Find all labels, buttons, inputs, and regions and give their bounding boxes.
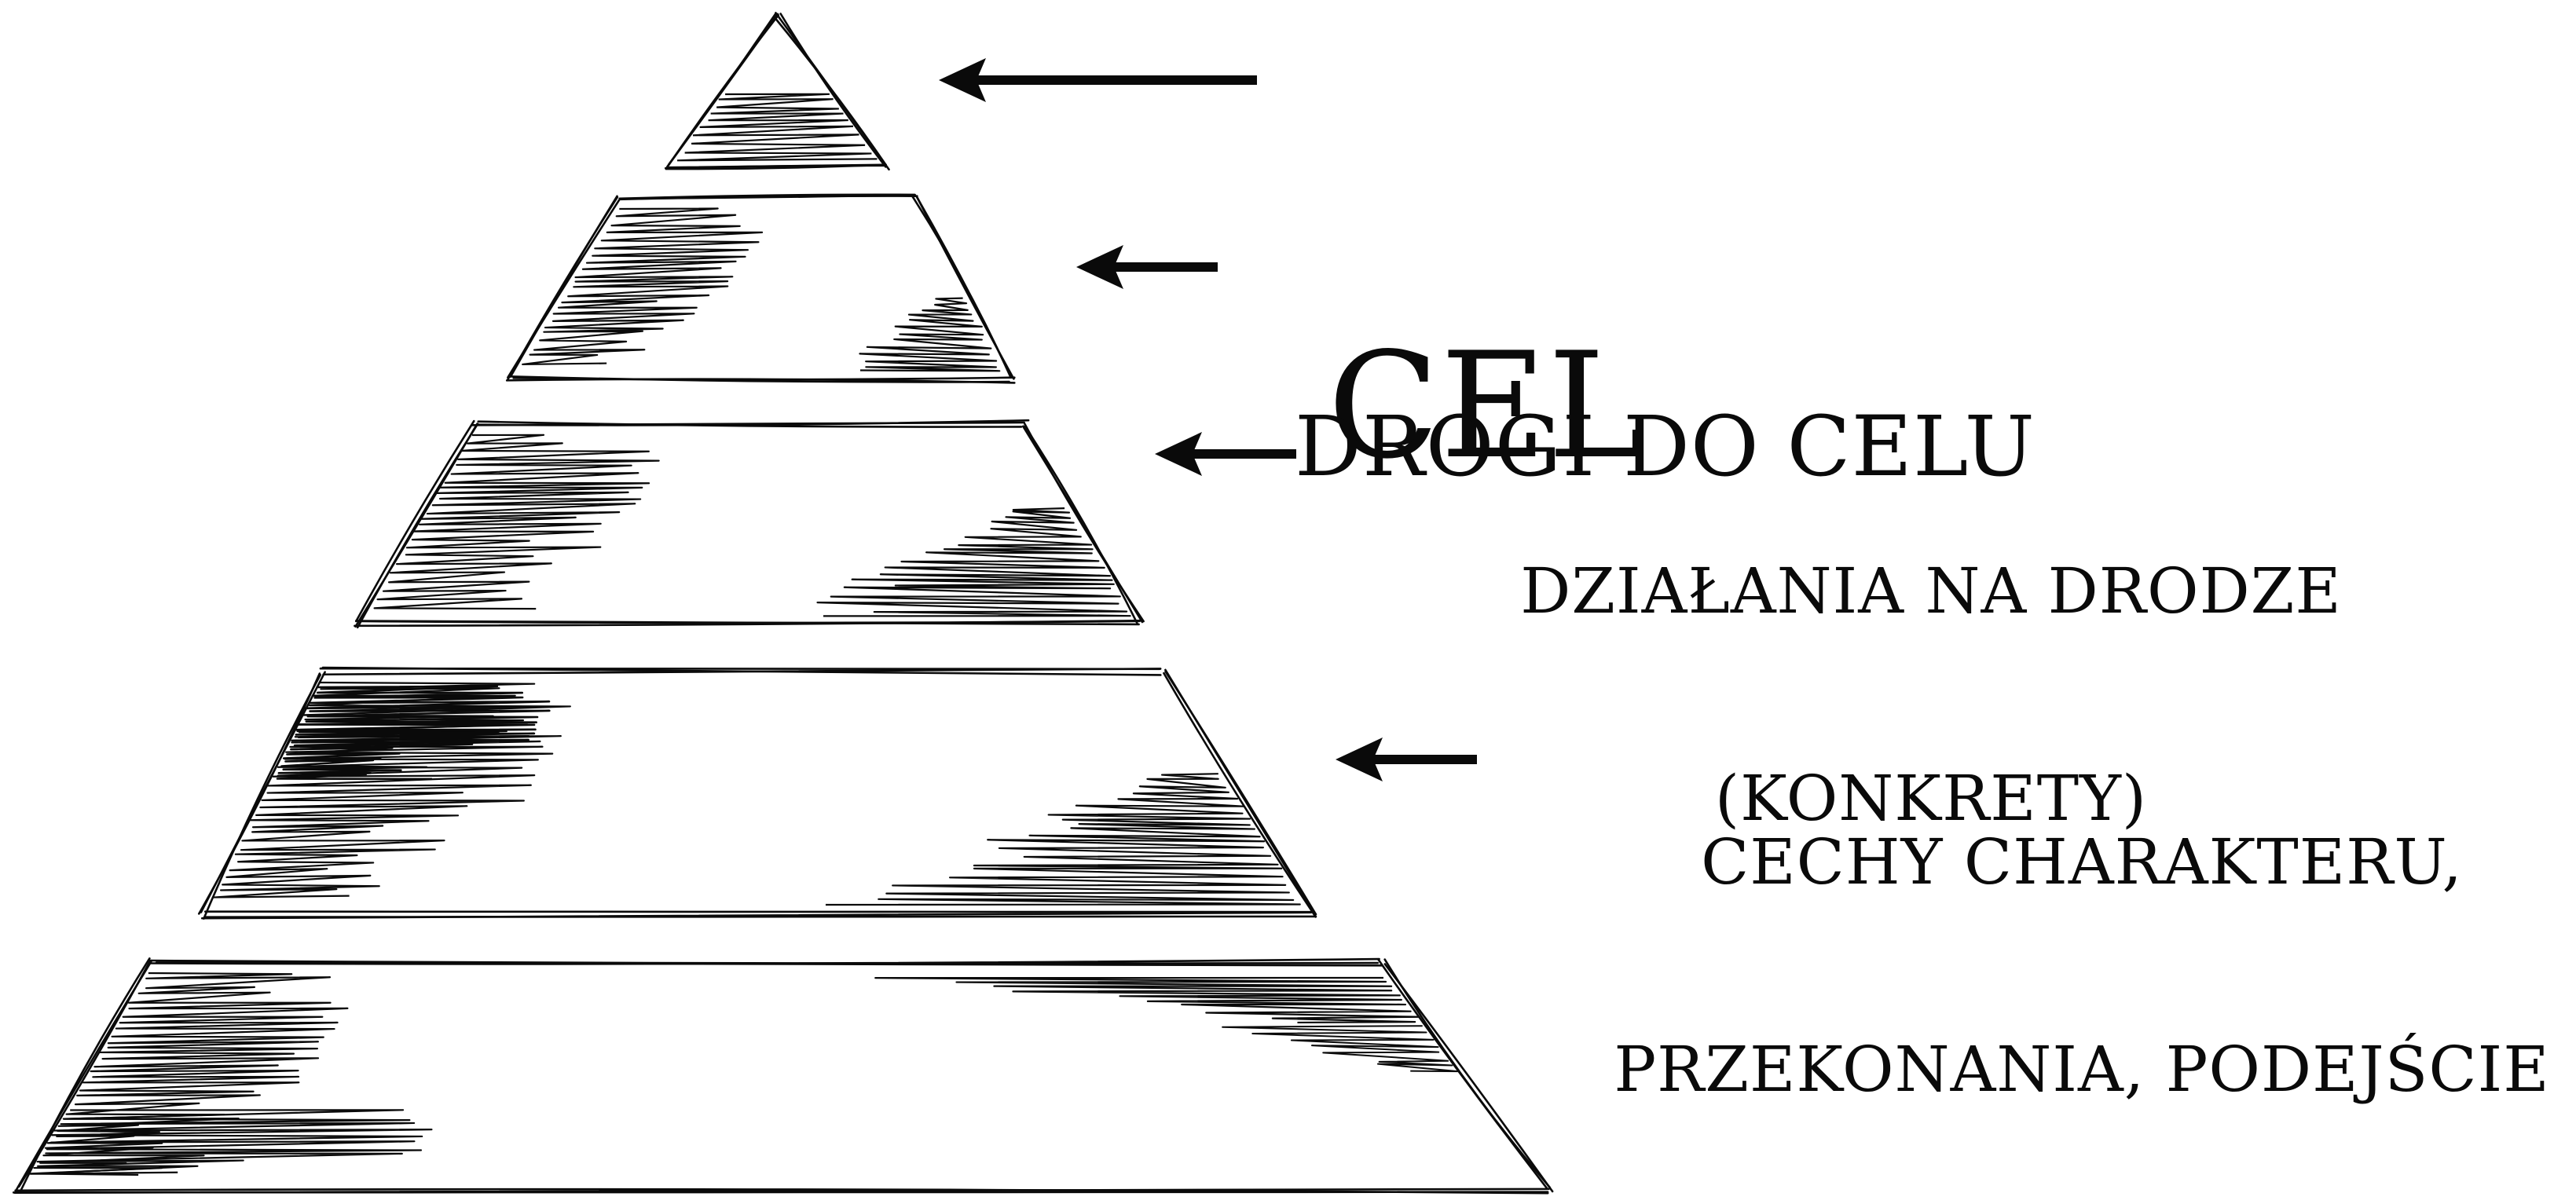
sketch-stroke bbox=[373, 434, 660, 610]
label-line: (KONKRETY) bbox=[1714, 762, 2148, 835]
sketch-stroke bbox=[354, 419, 475, 623]
sketch-stroke bbox=[505, 378, 1016, 384]
sketch-stroke bbox=[677, 93, 878, 162]
sketch-stroke bbox=[825, 773, 1301, 906]
sketch-stroke bbox=[506, 196, 619, 382]
sketch-stroke bbox=[322, 668, 1162, 676]
sketch-stroke bbox=[622, 193, 916, 200]
level-label-cel: CEL bbox=[1328, 5, 1646, 647]
label-line: CEL bbox=[1328, 320, 1646, 492]
sketch-stroke bbox=[28, 972, 349, 1176]
sketch-stroke bbox=[874, 976, 1420, 1024]
sketch-stroke bbox=[775, 17, 887, 167]
pyramid-tier-1 bbox=[664, 12, 890, 171]
arrow-3 bbox=[1155, 432, 1296, 476]
level-label-cechy-charakteru: CECHY CHARAKTERU, PRZEKONANIA, PODEJŚCIE bbox=[1595, 690, 2569, 1173]
arrow-1 bbox=[939, 58, 1257, 102]
arrow-2 bbox=[1076, 245, 1218, 289]
sketch-stroke bbox=[276, 685, 551, 781]
sketch-stroke bbox=[1377, 958, 1548, 1190]
sketch-stroke bbox=[1164, 668, 1317, 917]
sketch-stroke bbox=[1383, 963, 1554, 1193]
sketch-stroke bbox=[859, 297, 1001, 372]
arrow-head bbox=[1155, 432, 1202, 476]
sketch-stroke bbox=[477, 420, 1023, 428]
sketch-stroke bbox=[203, 914, 1317, 918]
label-line: DROGI DO CELU bbox=[1295, 398, 2036, 496]
pyramid-tier-4 bbox=[197, 666, 1317, 920]
sketch-stroke bbox=[354, 423, 478, 628]
sketch-stroke bbox=[14, 1188, 1549, 1195]
arrow-head bbox=[1076, 245, 1123, 289]
label-line: DZIAŁANIA NA DRODZE bbox=[1520, 554, 2342, 628]
arrow-4 bbox=[1336, 737, 1477, 781]
sketch-stroke bbox=[148, 959, 1379, 964]
level-label-drogi-do-celu: DROGI DO CELU bbox=[1295, 218, 2036, 584]
sketch-stroke bbox=[200, 671, 326, 913]
sketch-stroke bbox=[321, 666, 1162, 676]
label-line: PRZEKONANIA, PODEJŚCIE bbox=[1614, 1033, 2550, 1106]
pyramid-tier-3 bbox=[354, 419, 1145, 629]
sketch-stroke bbox=[911, 194, 1012, 378]
sketch-stroke bbox=[816, 507, 1131, 617]
sketch-stroke bbox=[779, 13, 887, 168]
sketch-stroke bbox=[668, 163, 885, 169]
sketch-stroke bbox=[1024, 425, 1138, 625]
sketch-stroke bbox=[522, 207, 764, 366]
sketch-stroke bbox=[1021, 425, 1144, 624]
pyramid-tier-5 bbox=[12, 957, 1554, 1195]
sketch-stroke bbox=[1222, 1025, 1459, 1073]
sketch-stroke bbox=[29, 1109, 433, 1175]
sketch-stroke bbox=[471, 421, 1026, 426]
arrow-head bbox=[1336, 737, 1383, 781]
pyramid-tiers bbox=[12, 12, 1554, 1195]
pyramid-tier-2 bbox=[505, 193, 1016, 384]
sketch-stroke bbox=[1163, 672, 1317, 918]
arrows bbox=[939, 58, 1477, 781]
level-label-dzialania: DZIAŁANIA NA DRODZE (KONKRETY) bbox=[1491, 419, 2371, 902]
label-line: CECHY CHARAKTERU, bbox=[1701, 825, 2463, 898]
arrow-head bbox=[939, 58, 986, 102]
sketch-stroke bbox=[360, 620, 1141, 624]
sketch-stroke bbox=[17, 960, 152, 1188]
sketch-stroke bbox=[668, 13, 779, 166]
